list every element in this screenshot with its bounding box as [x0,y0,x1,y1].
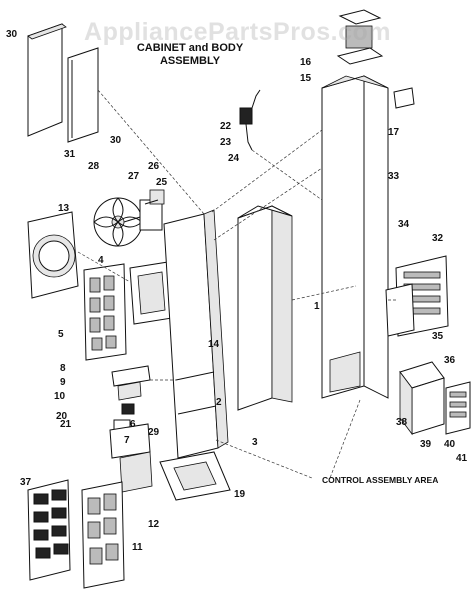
wire-harness-22 [239,89,261,151]
part-number: 24 [228,153,240,164]
diagram-title: CABINET and BODY ASSEMBLY [120,42,260,68]
part-number: 26 [148,161,160,172]
column-3 [163,209,229,459]
part-number: 8 [60,363,66,374]
control-box-38 [399,361,471,436]
inner-duct-2 [237,205,293,411]
part-number: 38 [396,417,408,428]
lower-trim-6 [109,423,153,493]
part-number: 22 [220,121,232,132]
front-grille-5 [83,263,127,361]
part-number: 6 [130,419,136,430]
part-number: 31 [64,149,76,160]
part-number: 16 [300,57,312,68]
label-tag-17 [393,87,415,109]
part-number: 20 [56,411,68,422]
fan-blade-28 [93,197,151,247]
part-number: 30 [110,135,122,146]
orifice-frame-4 [129,261,173,325]
part-number: 4 [98,255,104,266]
part-number: 2 [216,397,222,408]
part-number: 23 [220,137,232,148]
part-number: 10 [54,391,66,402]
side-panel-30 [27,23,99,143]
side-grille-32 [385,255,449,337]
part-number: 7 [124,435,130,446]
part-number: 39 [420,439,432,450]
grille-11 [81,481,125,589]
part-number: 9 [60,377,66,388]
title-line-1: CABINET and BODY [136,42,244,54]
part-number: 27 [128,171,140,182]
title-line-2: ASSEMBLY [159,55,221,67]
cabinet-1 [321,75,389,399]
part-number: 14 [208,339,220,350]
part-number: 19 [234,489,246,500]
assembly-lines [77,89,398,479]
part-number: 13 [58,203,70,214]
part-number: 5 [58,329,64,340]
part-number: 1 [314,301,320,312]
part-number: 17 [388,127,400,138]
part-number: 37 [20,477,32,488]
control-area-label: CONTROL ASSEMBLY AREA [322,475,439,485]
grille-37 [27,479,71,581]
motor-bracket [139,189,165,231]
part-number: 11 [132,542,143,553]
part-number: 41 [456,453,468,464]
part-number: 36 [444,355,456,366]
vent-16 [336,9,384,65]
part-number: 25 [156,177,168,188]
part-number: 3 [252,437,258,448]
part-number: 34 [398,219,410,230]
fan-shroud-13 [27,211,79,299]
base-plate-12 [159,451,231,501]
part-number: 32 [432,233,444,244]
part-number: 12 [148,519,160,530]
part-number: 40 [444,439,456,450]
part-number: 30 [6,29,18,40]
part-number: 28 [88,161,100,172]
part-number: 35 [432,331,444,342]
part-number: 15 [300,73,312,84]
part-number: 33 [388,171,400,182]
part-number: 29 [148,427,160,438]
part-number: 21 [60,419,72,430]
